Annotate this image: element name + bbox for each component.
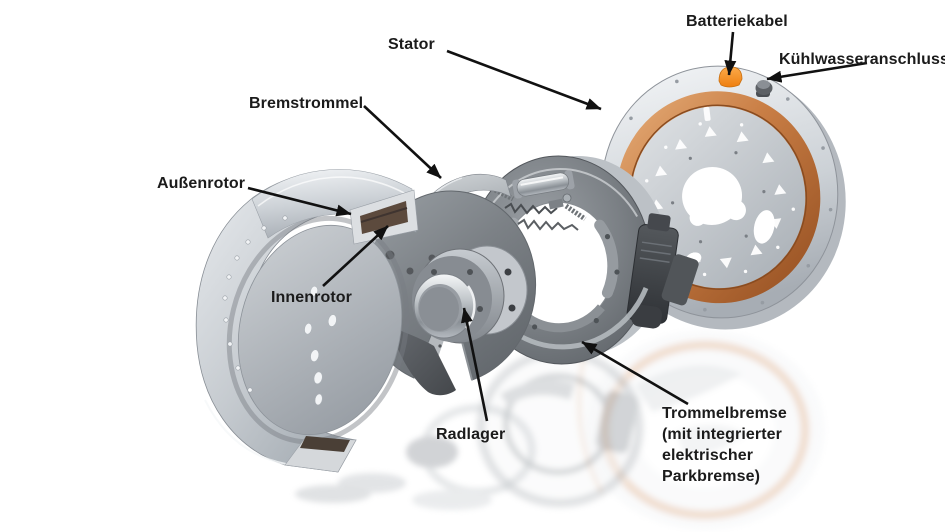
arrow-kuehlwasseranschluss (766, 61, 868, 83)
label-bremstrommel: Bremstrommel (249, 95, 364, 112)
label-aussenrotor: Außenrotor (157, 175, 246, 192)
return-spring-upper (504, 202, 558, 215)
label-radlager: Radlager (436, 426, 506, 443)
arrow-trommelbremse (581, 340, 689, 406)
arrow-innenrotor (322, 225, 389, 287)
label-innenrotor: Innenrotor (271, 289, 352, 306)
stator-center-opening (682, 106, 775, 266)
label-stator: Stator (388, 36, 435, 53)
coil-spring-right (564, 203, 587, 222)
brake-shoe-bottom (520, 304, 605, 333)
wheel-bearing-part (412, 245, 528, 344)
inner-rotor-magnets (360, 201, 408, 234)
label-batteriekabel: Batteriekabel (686, 13, 788, 30)
stator-plate-bolts (671, 151, 766, 244)
arrow-batteriekabel (724, 31, 737, 76)
label-trommelbremse: Trommelbremse (mit integrierter elektris… (662, 405, 787, 486)
floor-reflections (295, 330, 825, 530)
inner-rotor-magnets-bottom (300, 436, 350, 452)
inner-disc-holes (304, 285, 337, 406)
arrow-stator (446, 49, 602, 111)
return-spring-lower (517, 218, 579, 231)
knuckle-arm (396, 330, 456, 396)
coil-spring-left (493, 187, 515, 202)
wheel-cylinder (512, 170, 575, 199)
arrow-bremstrommel (363, 105, 442, 179)
drum-brake-reflection (474, 346, 646, 510)
arrow-radlager (461, 307, 489, 422)
label-kuehlwasseranschluss: Kühlwasseranschluss (779, 51, 945, 68)
callout-arrows (247, 31, 868, 422)
arrow-aussenrotor (247, 186, 352, 217)
rotor-inner-disc (237, 224, 403, 436)
hub-rotor-reflection (295, 404, 536, 510)
outer-rotor-part (195, 169, 419, 473)
rotor-rim-rivets (222, 215, 288, 393)
park-brake-actuator (626, 213, 699, 329)
brake-shoe-right (594, 219, 619, 299)
